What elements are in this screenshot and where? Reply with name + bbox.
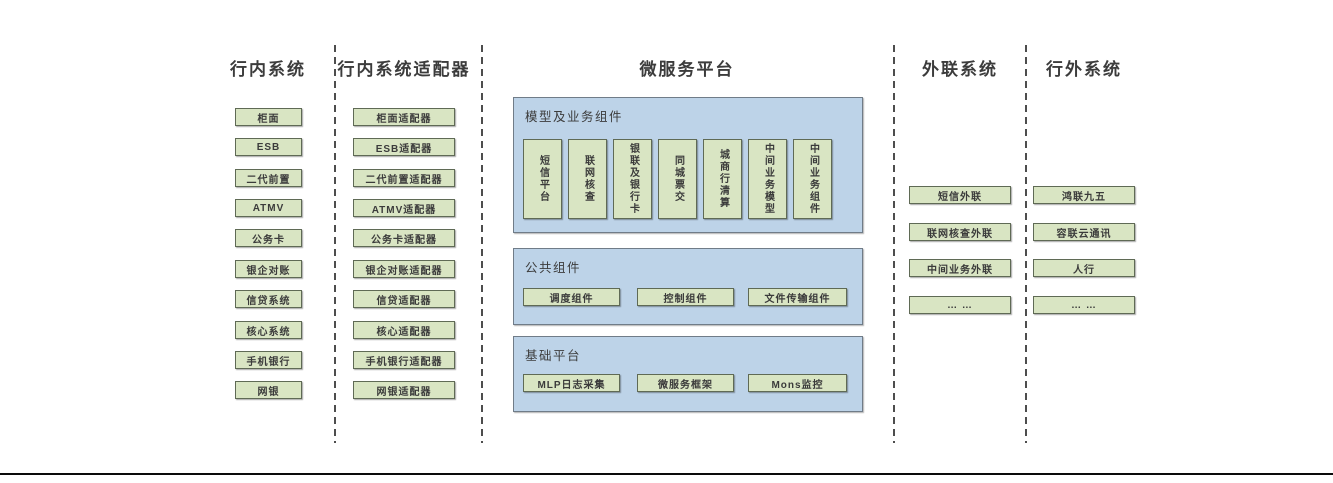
node-external-link: … … [909,296,1011,314]
node-outside-system: 鸿联九五 [1033,186,1135,204]
node-internal-adapter: 核心适配器 [353,321,455,339]
node-internal-system: 信贷系统 [235,290,302,308]
node-internal-system: 银企对账 [235,260,302,278]
node-internal-adapter: 银企对账适配器 [353,260,455,278]
node-model-component: 银联及银行卡 [613,139,652,219]
node-common-component: 控制组件 [637,288,734,306]
node-internal-adapter: ATMV适配器 [353,199,455,217]
node-model-component: 中间业务组件 [793,139,832,219]
node-internal-adapter: 网银适配器 [353,381,455,399]
node-internal-system: 柜面 [235,108,302,126]
divider-2 [481,45,483,443]
divider-1 [334,45,336,443]
bottom-rule [0,473,1333,475]
node-internal-system: 手机银行 [235,351,302,369]
node-model-component: 城商行清算 [703,139,742,219]
node-internal-adapter: ESB适配器 [353,138,455,156]
header-microservice-platform: 微服务平台 [639,60,735,79]
node-outside-system: … … [1033,296,1135,314]
node-internal-adapter: 二代前置适配器 [353,169,455,187]
node-base-component: 微服务框架 [637,374,734,392]
header-outside-systems: 行外系统 [1046,60,1122,79]
node-internal-system: 核心系统 [235,321,302,339]
node-common-component: 调度组件 [523,288,620,306]
header-external-link-systems: 外联系统 [922,60,998,79]
node-internal-system: 网银 [235,381,302,399]
node-internal-system: ATMV [235,199,302,217]
node-internal-adapter: 公务卡适配器 [353,229,455,247]
node-internal-adapter: 手机银行适配器 [353,351,455,369]
node-internal-adapter: 柜面适配器 [353,108,455,126]
header-internal-adapters: 行内系统适配器 [337,60,471,79]
node-internal-adapter: 信贷适配器 [353,290,455,308]
node-internal-system: ESB [235,138,302,156]
node-model-component: 短信平台 [523,139,562,219]
node-base-component: Mons监控 [748,374,847,392]
node-model-component: 中间业务模型 [748,139,787,219]
panel-base-label: 基础平台 [525,349,582,363]
header-internal-systems: 行内系统 [230,60,306,79]
divider-3 [893,45,895,443]
node-internal-system: 二代前置 [235,169,302,187]
node-base-component: MLP日志采集 [523,374,620,392]
node-external-link: 联网核查外联 [909,223,1011,241]
panel-common-label: 公共组件 [525,261,582,275]
node-outside-system: 容联云通讯 [1033,223,1135,241]
node-model-component: 同城票交 [658,139,697,219]
node-external-link: 短信外联 [909,186,1011,204]
panel-common-components: 公共组件 [513,248,863,325]
panel-model-business-label: 模型及业务组件 [525,110,624,124]
node-external-link: 中间业务外联 [909,259,1011,277]
node-common-component: 文件传输组件 [748,288,847,306]
node-model-component: 联网核查 [568,139,607,219]
node-internal-system: 公务卡 [235,229,302,247]
divider-4 [1025,45,1027,443]
node-outside-system: 人行 [1033,259,1135,277]
